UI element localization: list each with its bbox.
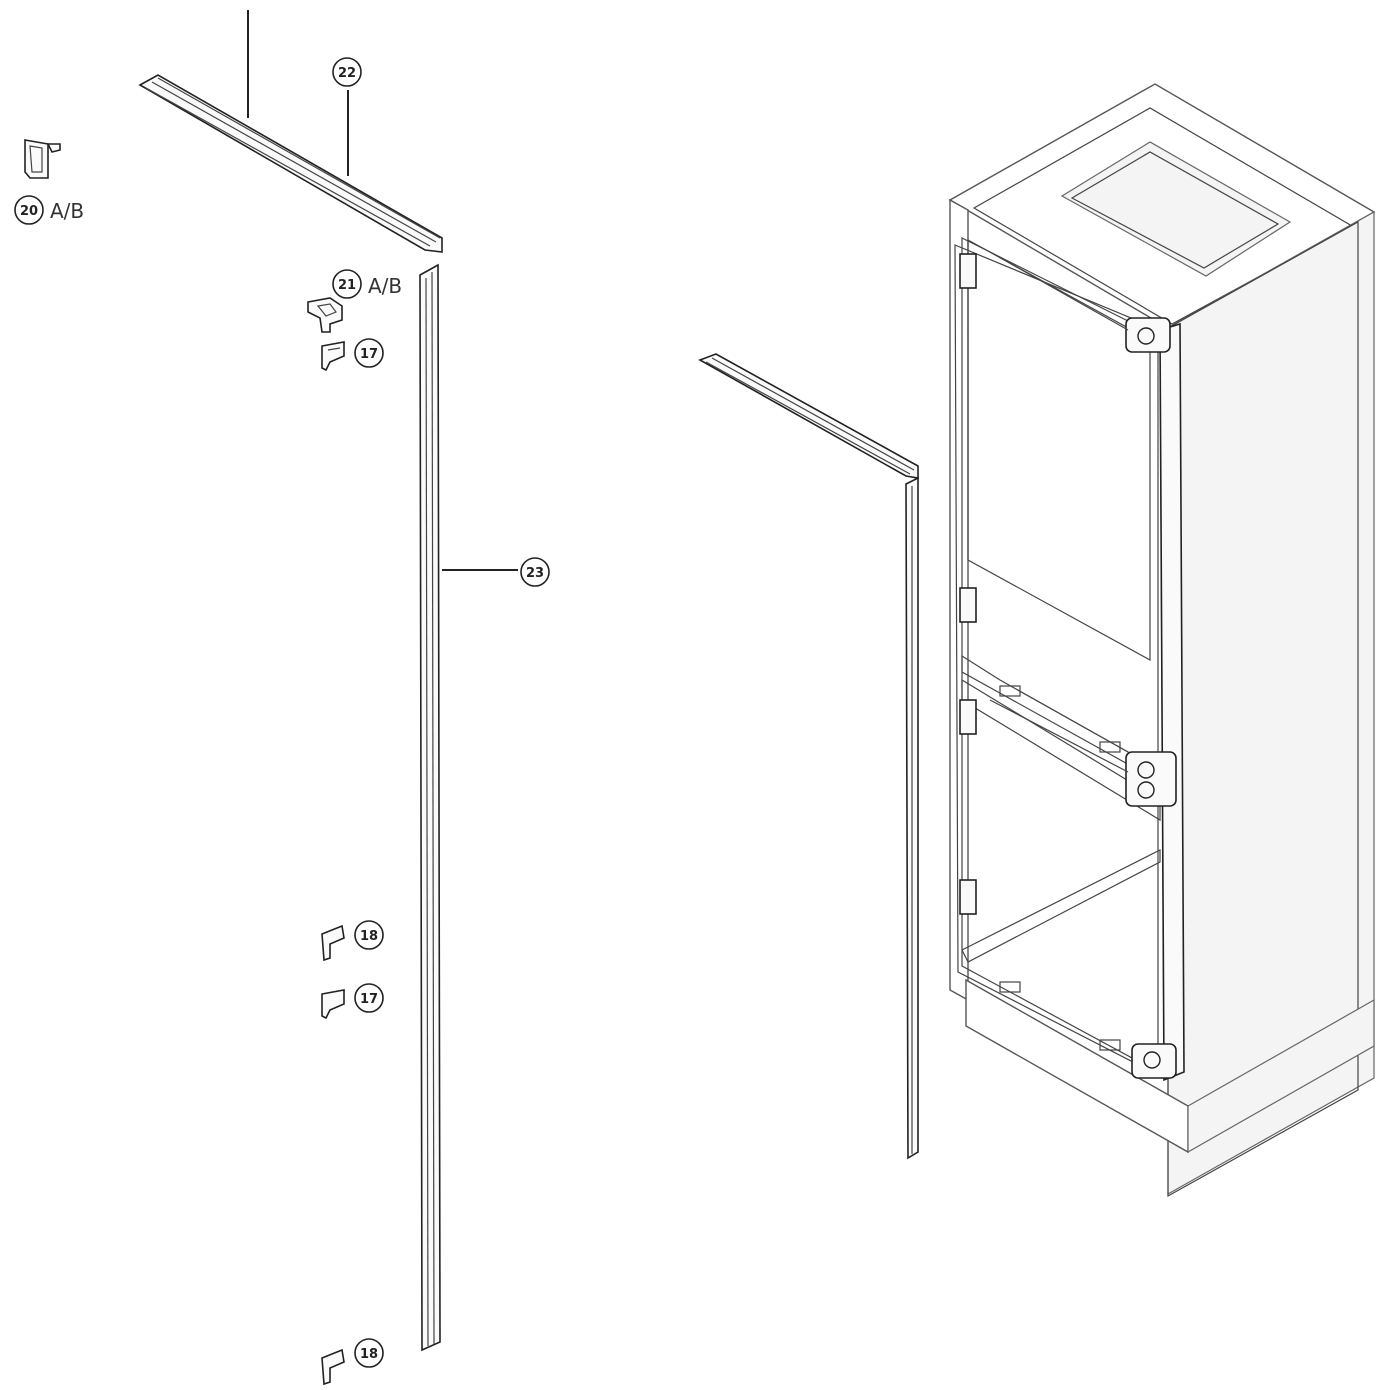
svg-text:18: 18 (360, 929, 378, 944)
svg-text:20: 20 (20, 204, 38, 219)
callout-23: 23 (520, 557, 550, 587)
clip-part-17-upper (321, 341, 345, 372)
top-opening (0, 0, 1, 1)
svg-text:A/B: A/B (50, 199, 84, 223)
callout-18-lower: 18 (354, 1338, 384, 1368)
vertical-seal-part-23 (419, 263, 518, 1352)
callout-20: 20 A/B (14, 195, 84, 225)
clip-part-21 (307, 297, 343, 333)
svg-text:17: 17 (360, 347, 378, 362)
svg-text:23: 23 (526, 566, 544, 581)
svg-text:18: 18 (360, 1347, 378, 1362)
callout-21: 21 A/B (332, 269, 402, 299)
assembled-seal-middle (698, 353, 919, 1160)
left-hinge-blocks (959, 253, 977, 915)
svg-text:21: 21 (338, 278, 356, 293)
callout-22: 22 (332, 57, 362, 87)
right-hinge-assemblies (1125, 317, 1177, 1079)
callout-18-upper: 18 (354, 920, 384, 950)
clip-part-17-lower (321, 989, 345, 1020)
callout-17-lower: 17 (354, 983, 384, 1013)
clip-part-18-lower (321, 1348, 345, 1386)
svg-text:17: 17 (360, 992, 378, 1007)
top-rail-part-22 (138, 10, 443, 253)
callout-17-upper: 17 (354, 338, 384, 368)
svg-text:A/B: A/B (368, 274, 402, 298)
clip-part-18-upper (321, 924, 345, 962)
cabinet-assembly (0, 0, 1376, 1198)
bracket-part-20 (24, 139, 61, 179)
svg-text:22: 22 (338, 66, 356, 81)
